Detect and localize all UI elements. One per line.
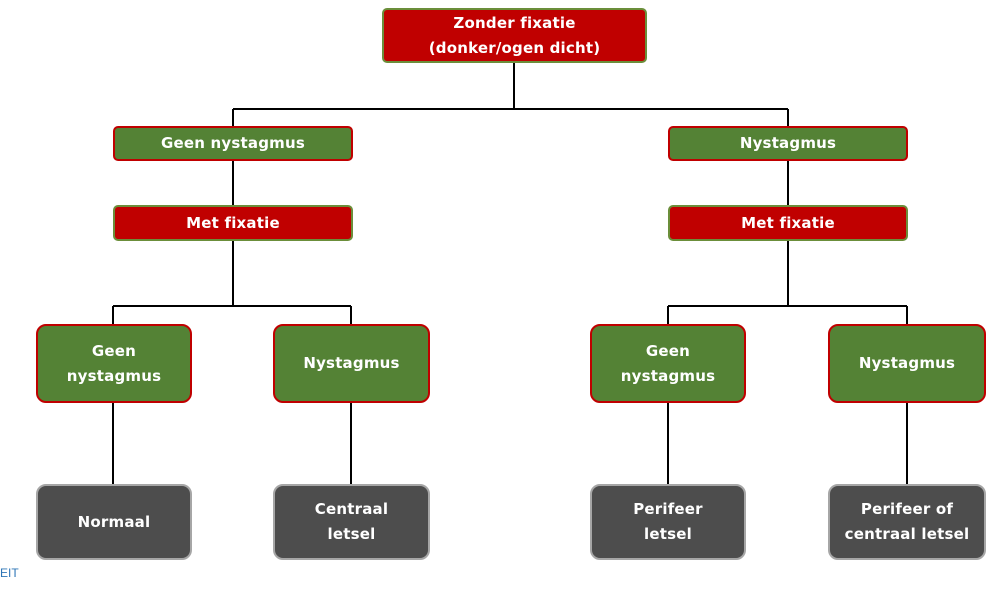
right-outcome-a-geen-nystagmus: Geen nystagmus <box>590 324 746 403</box>
watermark-text: EIT <box>0 566 19 580</box>
left-branch-geen-nystagmus: Geen nystagmus <box>113 126 353 161</box>
left-met-fixatie: Met fixatie <box>113 205 353 241</box>
result-centraal-letsel: Centraal letsel <box>273 484 430 560</box>
left-outcome-b-nystagmus: Nystagmus <box>273 324 430 403</box>
result-perifeer-of-centraal-letsel: Perifeer of centraal letsel <box>828 484 986 560</box>
right-outcome-b-nystagmus: Nystagmus <box>828 324 986 403</box>
result-normaal: Normaal <box>36 484 192 560</box>
result-perifeer-letsel: Perifeer letsel <box>590 484 746 560</box>
right-met-fixatie: Met fixatie <box>668 205 908 241</box>
root-node-zonder-fixatie: Zonder fixatie (donker/ogen dicht) <box>382 8 647 63</box>
right-branch-nystagmus: Nystagmus <box>668 126 908 161</box>
left-outcome-a-geen-nystagmus: Geen nystagmus <box>36 324 192 403</box>
